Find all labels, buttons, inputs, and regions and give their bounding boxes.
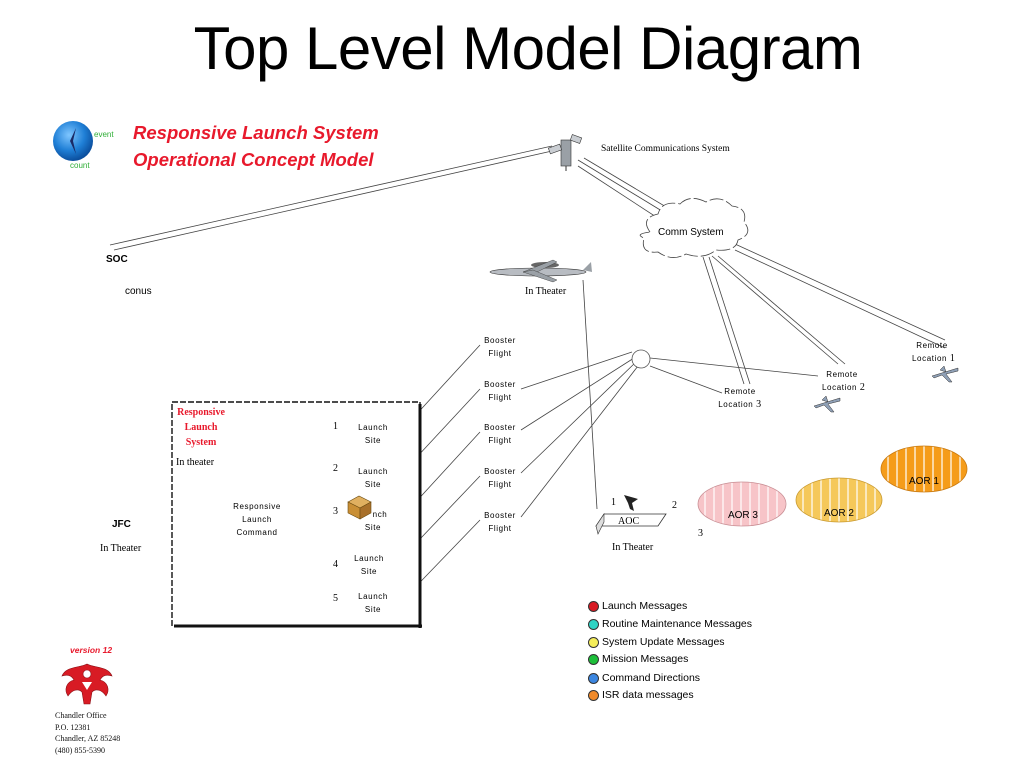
aircraft-icon (483, 258, 593, 284)
site-5-number: 5 (333, 593, 338, 604)
satellite-icon (547, 132, 587, 172)
aoc-number-1: 1 (611, 497, 616, 508)
footer-line-4: (480) 855-5390 (55, 745, 105, 755)
aor-2-ellipse (795, 477, 883, 523)
page-title: Top Level Model Diagram (193, 15, 863, 82)
satellite-label: Satellite Communications System (601, 144, 730, 154)
package-icon (344, 492, 374, 525)
legend-mission-messages: Mission Messages (588, 653, 688, 665)
legend-routine-maintenance: Routine Maintenance Messages (588, 618, 752, 630)
legend-isr-data: ISR data messages (588, 689, 694, 701)
rls-in-theater: In theater (176, 457, 215, 468)
logo-text-top: event (94, 130, 114, 139)
footer-line-3: Chandler, AZ 85248 (55, 734, 121, 743)
site-1-number: 1 (333, 421, 338, 432)
comm-cloud (639, 198, 749, 258)
site-3-number: 3 (333, 506, 338, 517)
legend-dot (588, 672, 599, 684)
eagle-logo-icon (60, 660, 114, 713)
legend-system-update: System Update Messages (588, 636, 725, 648)
footer-line-2: P.O. 12381 (55, 722, 91, 732)
remote-location-1-plane-icon (930, 362, 960, 389)
remote-location-1-line2: Location 1 (912, 353, 956, 364)
launch-command-label: Responsive Launch Command (233, 502, 281, 537)
rls-box-title: Responsive Launch System (177, 407, 225, 448)
aoc-dish-icon (620, 491, 642, 518)
aor-1-label: AOR 1 (908, 476, 939, 487)
remote-location-3-line1: Remote (724, 387, 756, 396)
legend-dot (588, 653, 599, 665)
aor-3-label: AOR 3 (727, 510, 758, 521)
subtitle-line-1: Responsive Launch System (133, 122, 379, 143)
legend-launch-messages: Launch Messages (588, 600, 687, 612)
aoc-in-theater-label: In Theater (612, 542, 654, 553)
site-4-number: 4 (333, 559, 338, 570)
legend-dot (588, 618, 599, 630)
site-2-number: 2 (333, 463, 338, 474)
subtitle-line-2: Operational Concept Model (133, 149, 374, 170)
remote-location-3-label: Remote Location 3 (718, 385, 762, 411)
remote-location-2-line1: Remote (826, 370, 858, 379)
aor-1-ellipse (880, 445, 968, 493)
legend-dot (588, 689, 599, 701)
logo-text-bottom: count (70, 161, 90, 170)
footer-address: Chandler Office P.O. 12381 Chandler, AZ … (55, 710, 120, 756)
aoc-label: AOC (618, 516, 640, 527)
aor-2: AOR 2 (795, 477, 883, 523)
rls-box (171, 401, 421, 627)
aor-2-label: AOR 2 (823, 508, 854, 519)
aoc-number-3: 3 (698, 528, 703, 539)
remote-location-3-line2: Location 3 (718, 399, 762, 410)
legend-dot (588, 636, 599, 648)
jfc-in-theater-label: In Theater (100, 543, 142, 554)
remote-location-1-label: Remote Location 1 (912, 339, 956, 365)
aoc-number-2: 2 (672, 500, 677, 511)
remote-location-2-line2: Location 2 (822, 382, 866, 393)
aircraft-in-theater-label: In Theater (525, 286, 567, 297)
conus-label: conus (125, 286, 152, 297)
legend-command-directions: Command Directions (588, 672, 700, 684)
version-label: version 12 (70, 645, 113, 655)
aor-3-ellipse (697, 481, 787, 527)
remote-location-1-line1: Remote (916, 341, 948, 350)
comm-system-label: Comm System (658, 227, 724, 238)
legend-dot (588, 600, 599, 612)
footer-line-1: Chandler Office (55, 711, 107, 720)
soc-label: SOC (106, 254, 128, 265)
globe-icon (53, 121, 93, 161)
aor-1: AOR 1 (880, 445, 968, 493)
relay-node (631, 349, 651, 369)
aor-3: AOR 3 (697, 481, 787, 527)
remote-location-2-plane-icon (812, 392, 842, 419)
jfc-label: JFC (112, 519, 131, 530)
remote-location-2-label: Remote Location 2 (822, 368, 866, 394)
event-count-logo (52, 119, 102, 169)
